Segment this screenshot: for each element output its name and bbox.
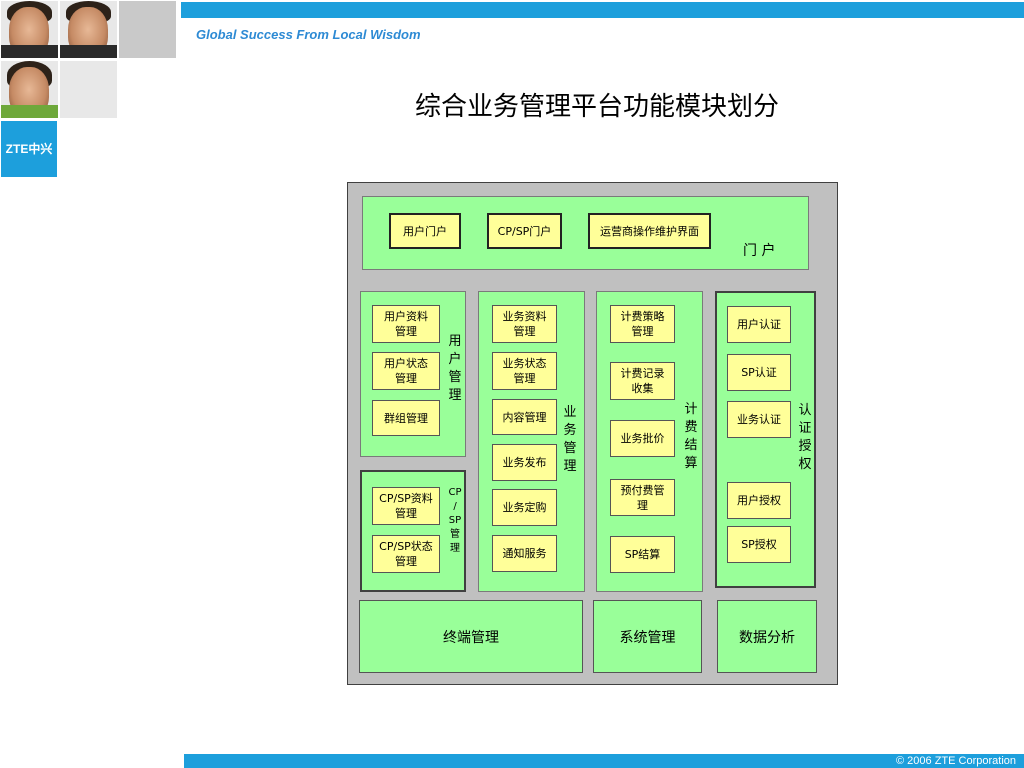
sp-settlement-box: SP结算 xyxy=(610,536,675,573)
user-auth-box: 用户认证 xyxy=(727,306,791,343)
cpsp-mgmt-label: CP / SP 管 理 xyxy=(448,487,462,554)
header-bar xyxy=(181,2,1024,18)
photo-man-1 xyxy=(1,1,58,58)
auth-label: 认 证 授 权 xyxy=(798,403,812,472)
user-mgmt-label: 用 户 管 理 xyxy=(448,334,462,403)
service-profile-box: 业务资料 管理 xyxy=(492,305,557,343)
rating-box: 业务批价 xyxy=(610,420,675,457)
slogan-text: Global Success From Local Wisdom xyxy=(196,27,421,42)
cpsp-profile-box: CP/SP资料 管理 xyxy=(372,487,440,525)
sp-auth-box: SP认证 xyxy=(727,354,791,391)
billing-policy-box: 计费策略 管理 xyxy=(610,305,675,343)
photo-blank-2 xyxy=(60,61,117,118)
photo-blank-1 xyxy=(119,1,176,58)
portal-cpsp-box: CP/SP门户 xyxy=(487,213,562,249)
service-publish-box: 业务发布 xyxy=(492,444,557,481)
portal-label: 门 户 xyxy=(743,243,776,259)
data-analysis-box: 数据分析 xyxy=(717,600,817,673)
photo-woman xyxy=(1,61,58,118)
terminal-mgmt-box: 终端管理 xyxy=(359,600,583,673)
billing-label: 计 费 结 算 xyxy=(684,402,698,471)
portal-user-box: 用户门户 xyxy=(389,213,461,249)
sp-authz-box: SP授权 xyxy=(727,526,791,563)
user-status-box: 用户状态 管理 xyxy=(372,352,440,390)
user-profile-box: 用户资料 管理 xyxy=(372,305,440,343)
user-authz-box: 用户授权 xyxy=(727,482,791,519)
copyright-text: © 2006 ZTE Corporation xyxy=(896,755,1016,767)
service-status-box: 业务状态 管理 xyxy=(492,352,557,390)
zte-logo: ZTE中兴 xyxy=(1,121,57,177)
content-mgmt-box: 内容管理 xyxy=(492,399,557,435)
portal-panel xyxy=(362,196,809,270)
service-subscribe-box: 业务定购 xyxy=(492,489,557,526)
footer-bar xyxy=(184,754,1024,768)
portal-operator-box: 运营商操作维护界面 xyxy=(588,213,711,249)
system-mgmt-box: 系统管理 xyxy=(593,600,702,673)
prepaid-box: 预付费管 理 xyxy=(610,479,675,516)
photo-man-2 xyxy=(60,1,117,58)
group-mgmt-box: 群组管理 xyxy=(372,400,440,436)
page-title: 综合业务管理平台功能模块划分 xyxy=(414,92,779,122)
service-auth-box: 业务认证 xyxy=(727,401,791,438)
notify-service-box: 通知服务 xyxy=(492,535,557,572)
cpsp-status-box: CP/SP状态 管理 xyxy=(372,535,440,573)
service-mgmt-label: 业 务 管 理 xyxy=(563,405,577,474)
billing-record-box: 计费记录 收集 xyxy=(610,362,675,400)
